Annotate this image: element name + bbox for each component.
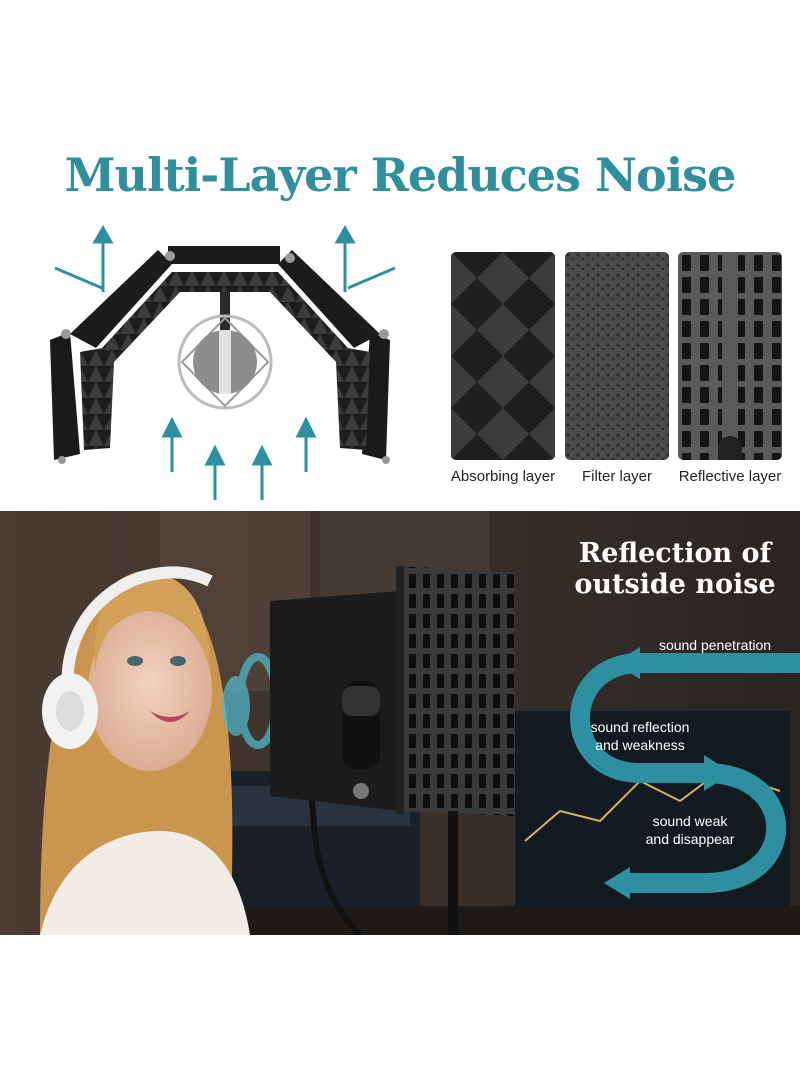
penetration-note: sound penetration: [658, 637, 772, 653]
reflection-note: sound reflection and weakness: [570, 718, 710, 754]
perforated-panel-icon: [678, 252, 782, 460]
reflection-note-line2: and weakness: [595, 737, 685, 753]
sound-escape-arrows: [54, 224, 396, 292]
studio-scene-photo: [0, 511, 800, 935]
microphone-icon: [177, 292, 273, 410]
microphone-icon: [342, 681, 458, 935]
reflective-layer-label: Reflective layer: [678, 468, 782, 485]
scene-title-line2: outside noise: [574, 569, 776, 600]
weak-note: sound weak and disappear: [630, 812, 750, 848]
pyramid-foam-icon: [451, 252, 555, 460]
shield-frame: [50, 246, 390, 464]
weak-note-line2: and disappear: [645, 831, 735, 847]
headline: Multi-Layer Reduces Noise: [64, 148, 737, 202]
incoming-sound-arrows: [161, 416, 317, 500]
scene-title: Reflection of outside noise: [560, 538, 790, 600]
isolation-shield: [270, 566, 515, 816]
woman-with-headphones: [40, 566, 250, 935]
scene-title-line1: Reflection of: [578, 538, 772, 569]
weak-note-line1: sound weak: [652, 813, 728, 829]
absorbing-layer-label: Absorbing layer: [450, 468, 556, 485]
folding-shield-diagram: [50, 224, 396, 500]
filter-layer-label: Filter layer: [581, 468, 652, 485]
sponge-foam-icon: [565, 252, 669, 460]
reflection-note-line1: sound reflection: [590, 719, 690, 735]
